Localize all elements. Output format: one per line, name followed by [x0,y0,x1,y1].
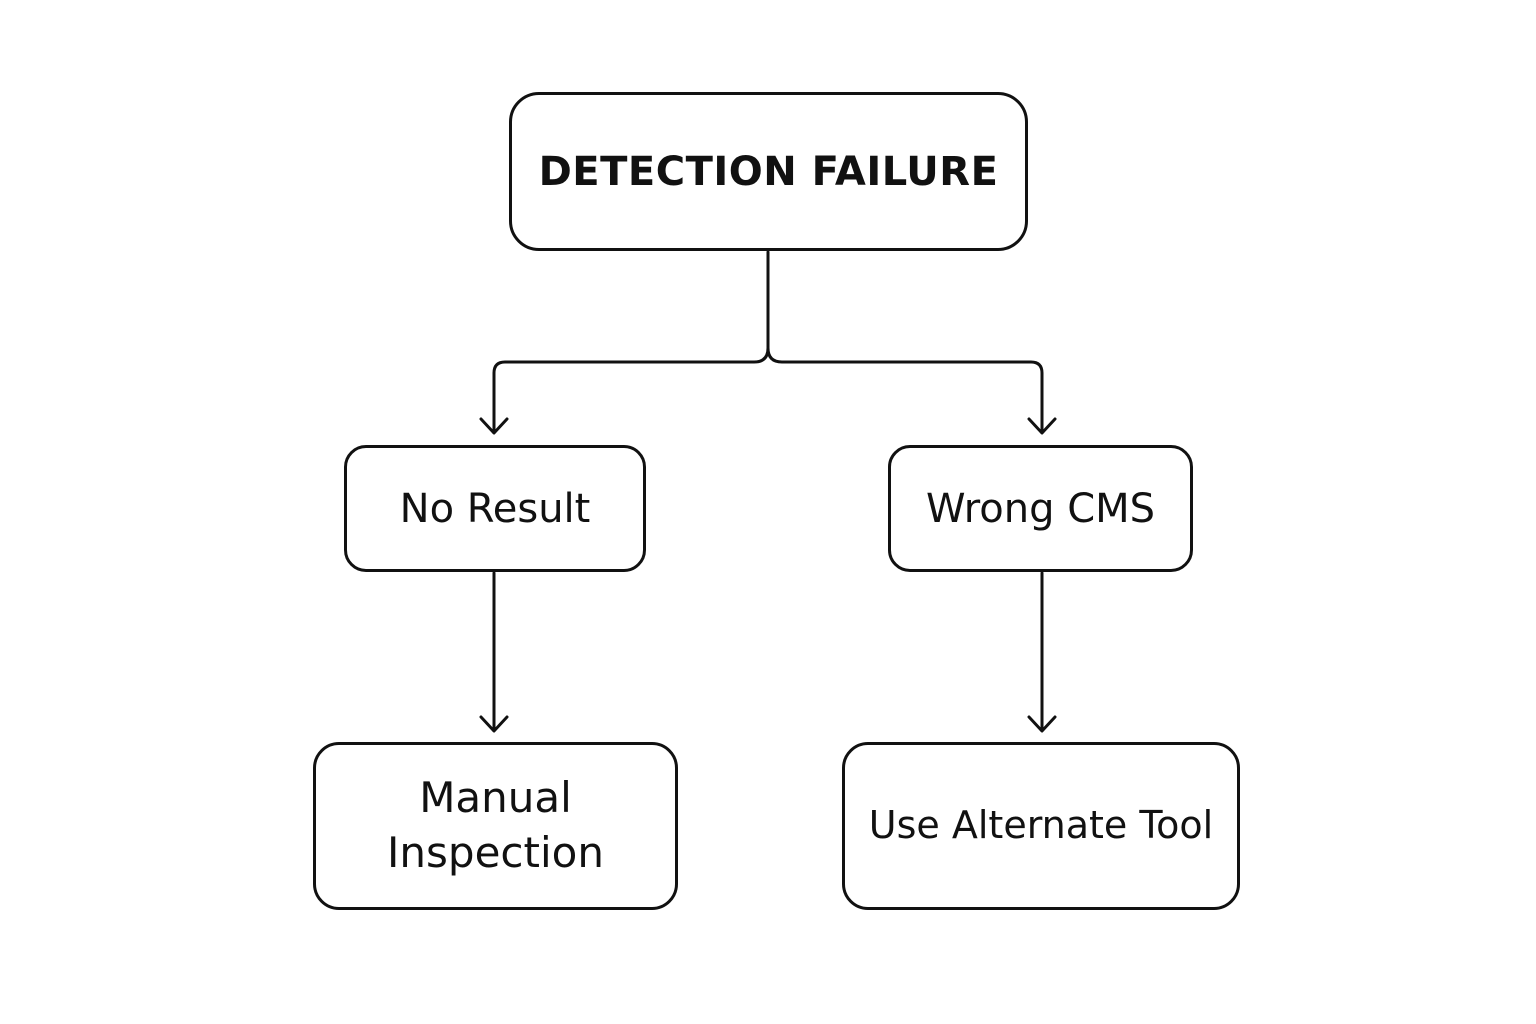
node-manual-inspection: Manual Inspection [313,742,678,910]
connector-root-to-left [492,250,770,434]
node-no-result-label: No Result [399,485,591,532]
node-detection-failure: DETECTION FAILURE [509,92,1028,251]
node-wrong-cms-label: Wrong CMS [925,485,1156,532]
node-no-result: No Result [344,445,646,572]
node-use-alternate-tool: Use Alternate Tool [842,742,1240,910]
node-wrong-cms: Wrong CMS [888,445,1193,572]
node-use-alternate-tool-label: Use Alternate Tool [868,803,1214,848]
arrowhead-left [479,417,509,435]
node-manual-inspection-label: Manual Inspection [387,773,604,877]
connector-root-to-right [766,346,1044,434]
node-detection-failure-label: DETECTION FAILURE [538,148,999,195]
arrowhead-right [1027,417,1057,435]
arrowhead-left-child [479,715,509,733]
arrowhead-right-child [1027,715,1057,733]
